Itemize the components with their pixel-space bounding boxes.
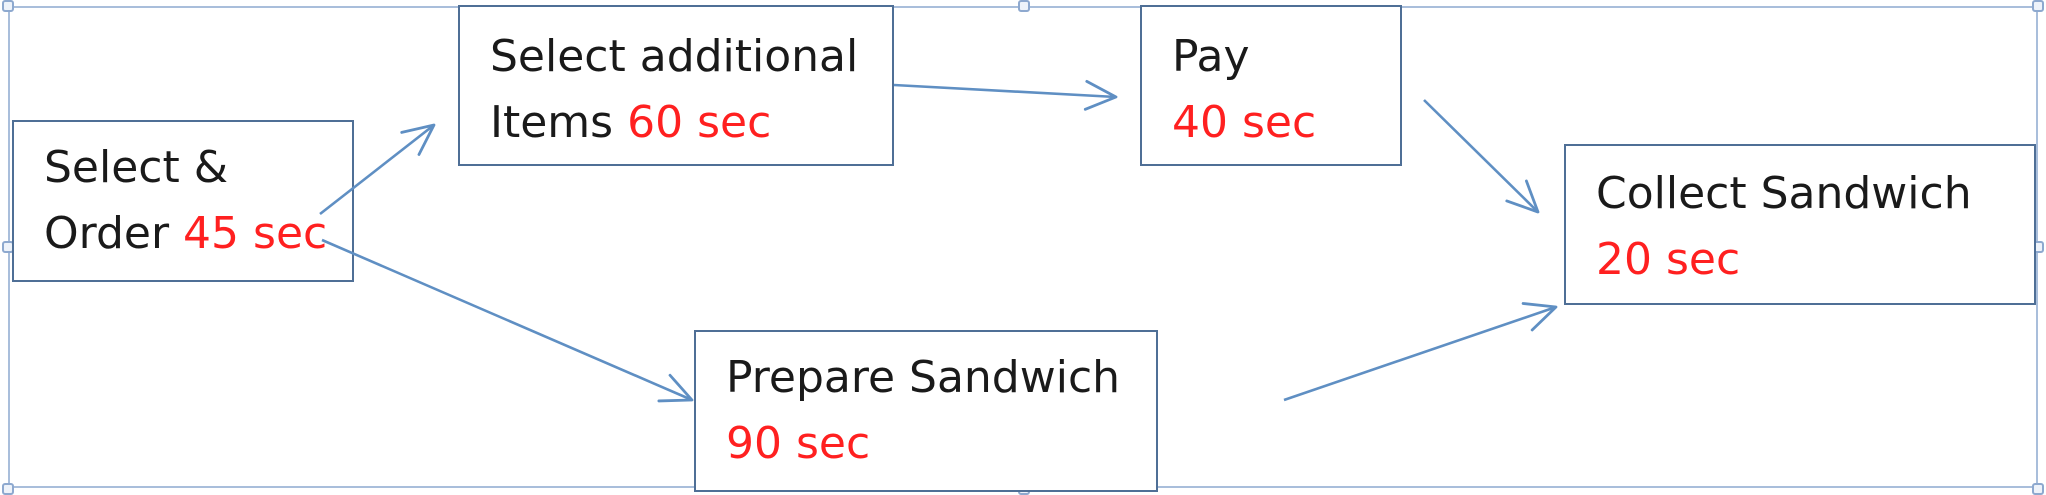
arrow-pay-to-collect <box>1423 99 1540 214</box>
step-select-order-label: Order <box>44 208 170 259</box>
step-pay-box[interactable]: Pay 40 sec <box>1140 5 1402 166</box>
step-select-order-line2: Order 45 sec <box>44 201 352 267</box>
step-select-order-duration: 45 sec <box>183 208 328 259</box>
step-select-additional-box[interactable]: Select additional Items 60 sec <box>458 5 894 166</box>
step-select-additional-duration: 60 sec <box>627 97 772 148</box>
resize-handle-top-left[interactable] <box>2 0 14 12</box>
step-pay-duration: 40 sec <box>1172 97 1317 148</box>
step-prepare-sandwich-label: Prepare Sandwich <box>726 352 1121 403</box>
arrow-order-to-additional <box>319 123 436 216</box>
step-collect-sandwich-box[interactable]: Collect Sandwich 20 sec <box>1564 144 2036 305</box>
resize-handle-top-right[interactable] <box>2032 0 2044 12</box>
step-pay-label: Pay <box>1172 31 1250 82</box>
arrow-order-to-prepare <box>321 238 694 403</box>
resize-handle-bottom-right[interactable] <box>2032 483 2044 495</box>
step-select-additional-line1: Select additional <box>490 31 859 82</box>
step-collect-sandwich-duration: 20 sec <box>1596 234 1741 285</box>
step-select-order-box[interactable]: Select & Order 45 sec <box>12 120 354 282</box>
step-prepare-sandwich-box[interactable]: Prepare Sandwich 90 sec <box>694 330 1158 492</box>
step-select-order-line1: Select & <box>44 142 229 193</box>
step-select-additional-label: Items <box>490 97 614 148</box>
arrow-prepare-to-collect <box>1283 302 1558 402</box>
step-collect-sandwich-label: Collect Sandwich <box>1596 168 1972 219</box>
step-select-additional-line2: Items 60 sec <box>490 90 892 156</box>
resize-handle-bottom-left[interactable] <box>2 483 14 495</box>
resize-handle-top-middle[interactable] <box>1018 0 1030 12</box>
arrow-additional-to-pay <box>893 80 1118 111</box>
step-prepare-sandwich-duration: 90 sec <box>726 418 871 469</box>
